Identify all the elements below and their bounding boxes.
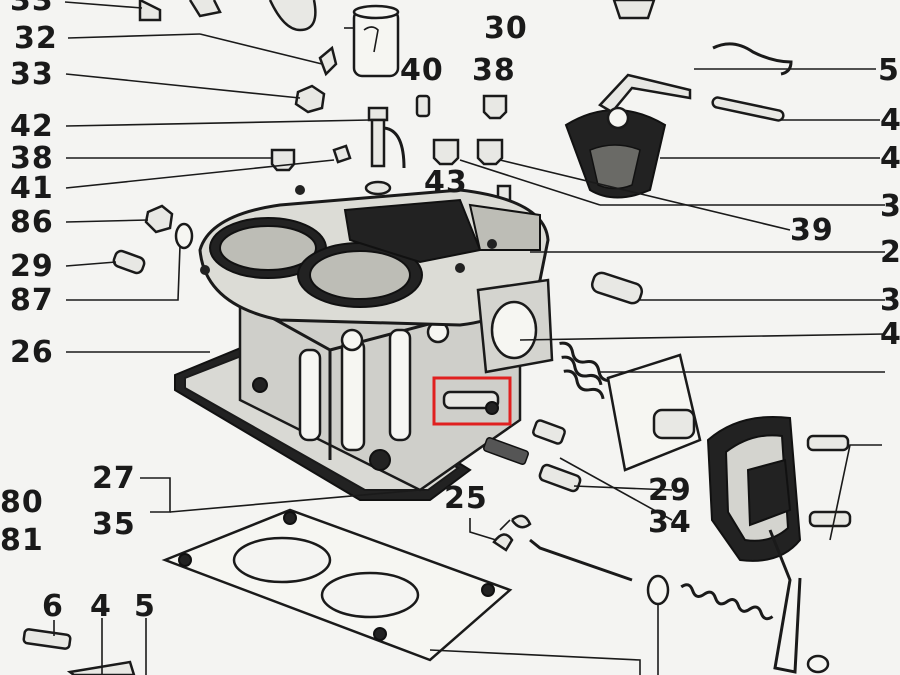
nut-33 — [294, 84, 326, 114]
label-30: 30 — [484, 11, 528, 46]
rod-pump — [529, 538, 633, 582]
jet-39b — [476, 138, 504, 166]
label-26: 26 — [10, 335, 54, 370]
jet-41 — [332, 144, 352, 164]
label-4-bottom: 4 — [90, 589, 112, 624]
label-4-right-c: 4 — [880, 317, 900, 352]
label-35: 35 — [92, 507, 136, 542]
label-3-right-a: 3 — [880, 189, 900, 224]
label-32: 32 — [14, 21, 58, 56]
label-34: 34 — [648, 505, 692, 540]
clip-25a — [492, 533, 514, 552]
clip-32 — [318, 45, 338, 77]
jet-29-left — [112, 249, 146, 275]
label-27: 27 — [92, 461, 136, 496]
jet-38-top — [482, 94, 508, 120]
base-gasket — [161, 508, 513, 662]
label-43: 43 — [424, 165, 468, 200]
label-3-right-b: 3 — [880, 283, 900, 318]
label-33-top: 33 — [10, 0, 54, 18]
jet-40 — [415, 94, 431, 118]
pump-cover — [706, 415, 802, 674]
label-80: 80 — [0, 485, 44, 520]
label-5-bottom: 5 — [134, 589, 156, 624]
screw-3 — [590, 271, 644, 305]
label-2-right: 2 — [880, 235, 900, 270]
label-41: 41 — [10, 171, 54, 206]
bracket-top — [188, 0, 222, 18]
pin-4 — [711, 96, 785, 122]
label-39: 39 — [790, 213, 834, 248]
washer-87 — [174, 222, 194, 250]
choke-cap — [564, 73, 692, 199]
jet-39a — [432, 138, 460, 166]
label-42: 42 — [10, 109, 54, 144]
label-6: 6 — [42, 589, 64, 624]
pump-spring — [559, 341, 613, 400]
label-40: 40 — [400, 53, 444, 88]
jet-38-left — [270, 148, 296, 172]
spring-clip-5 — [712, 42, 793, 76]
callout-labels: 33 32 33 42 38 41 86 29 87 26 80 81 27 3… — [0, 0, 900, 624]
highlighted-part — [442, 390, 500, 415]
pump-diaphragm — [606, 353, 702, 472]
cover-screw-b — [808, 510, 852, 528]
label-29-right: 29 — [648, 473, 692, 508]
label-38-left: 38 — [10, 141, 54, 176]
label-25: 25 — [444, 481, 488, 516]
float-top — [268, 0, 317, 32]
fuel-inlet-fitting — [352, 4, 400, 78]
return-spring — [680, 583, 774, 621]
carburetor-body — [174, 185, 554, 501]
washer-bottom — [806, 654, 830, 674]
label-86: 86 — [10, 205, 54, 240]
spring-small — [483, 436, 529, 466]
label-33: 33 — [10, 57, 54, 92]
nut-86 — [144, 204, 174, 234]
label-29-left: 29 — [10, 249, 54, 284]
highlight-box[interactable] — [432, 376, 512, 426]
jet-29-right — [538, 463, 582, 493]
label-81: 81 — [0, 523, 44, 558]
nut-top-left — [138, 0, 162, 22]
cover-screw-a — [806, 434, 850, 452]
washer-43 — [364, 180, 392, 196]
clip-25b — [510, 514, 532, 529]
leader-lines — [53, 1, 886, 675]
label-4-right-a: 4 — [880, 103, 900, 138]
valve-34 — [532, 419, 566, 445]
label-87: 87 — [10, 283, 54, 318]
bolt-6 — [22, 628, 72, 650]
parts-drawing — [22, 0, 852, 675]
washer-pump — [646, 574, 670, 606]
label-4-right-b: 4 — [880, 141, 900, 176]
emulsion-tube-42 — [367, 106, 406, 169]
label-38-top: 38 — [472, 53, 516, 88]
label-5-right: 5 — [878, 53, 900, 88]
top-right-switch — [612, 0, 656, 20]
